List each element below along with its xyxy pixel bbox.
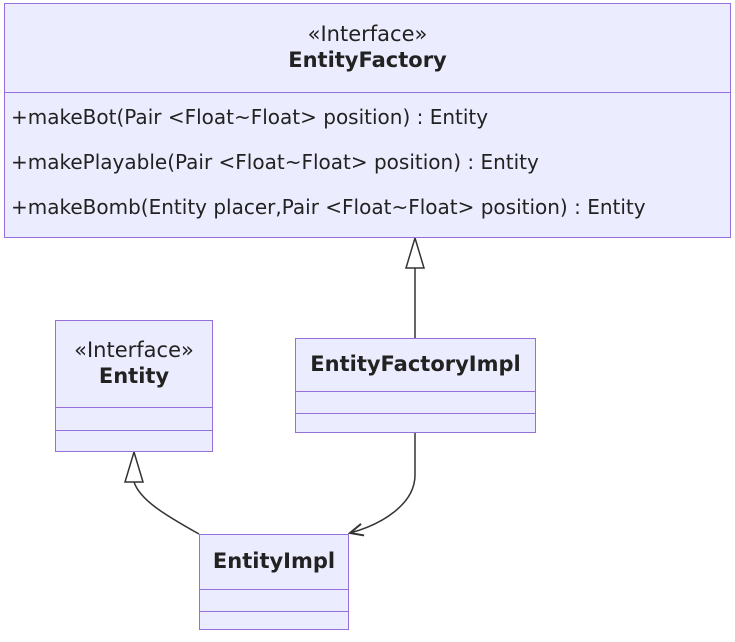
dependency-entity-factory-impl-to-entity-impl [350, 433, 416, 533]
realization-entity-impl-to-entity [123, 449, 200, 535]
attributes-section [200, 590, 348, 612]
stereotype-label: «Interface» [74, 337, 194, 362]
method-make-bomb: +makeBomb(Entity placer,Pair <Float~Floa… [11, 195, 646, 219]
methods-section [296, 414, 535, 431]
class-header: «Interface» EntityFactory [5, 4, 730, 93]
hollow-triangle-arrowhead [404, 235, 426, 269]
class-entity-impl[interactable]: EntityImpl [199, 534, 349, 630]
hollow-triangle-arrowhead [123, 449, 145, 483]
class-header: EntityFactoryImpl [296, 339, 535, 392]
methods-section [56, 431, 212, 450]
attributes-section [296, 392, 535, 414]
stereotype-label: «Interface» [307, 21, 428, 46]
class-name: EntityFactory [288, 47, 447, 72]
attributes-section [56, 408, 212, 431]
class-name: Entity [98, 363, 170, 388]
class-header: «Interface» Entity [56, 321, 212, 408]
method-make-playable: +makePlayable(Pair <Float~Float> positio… [11, 150, 539, 174]
methods-section [200, 612, 348, 628]
class-entity-factory[interactable]: «Interface» EntityFactory +makeBot(Pair … [4, 3, 731, 238]
realization-entity-factory-impl-to-entity-factory [404, 235, 426, 338]
class-name: EntityImpl [212, 549, 336, 574]
class-name: EntityFactoryImpl [310, 352, 521, 377]
method-make-bot: +makeBot(Pair <Float~Float> position) : … [11, 105, 489, 129]
methods-section: +makeBot(Pair <Float~Float> position) : … [5, 93, 730, 230]
class-header: EntityImpl [200, 535, 348, 590]
class-entity[interactable]: «Interface» Entity [55, 320, 213, 452]
class-entity-factory-impl[interactable]: EntityFactoryImpl [295, 338, 536, 433]
